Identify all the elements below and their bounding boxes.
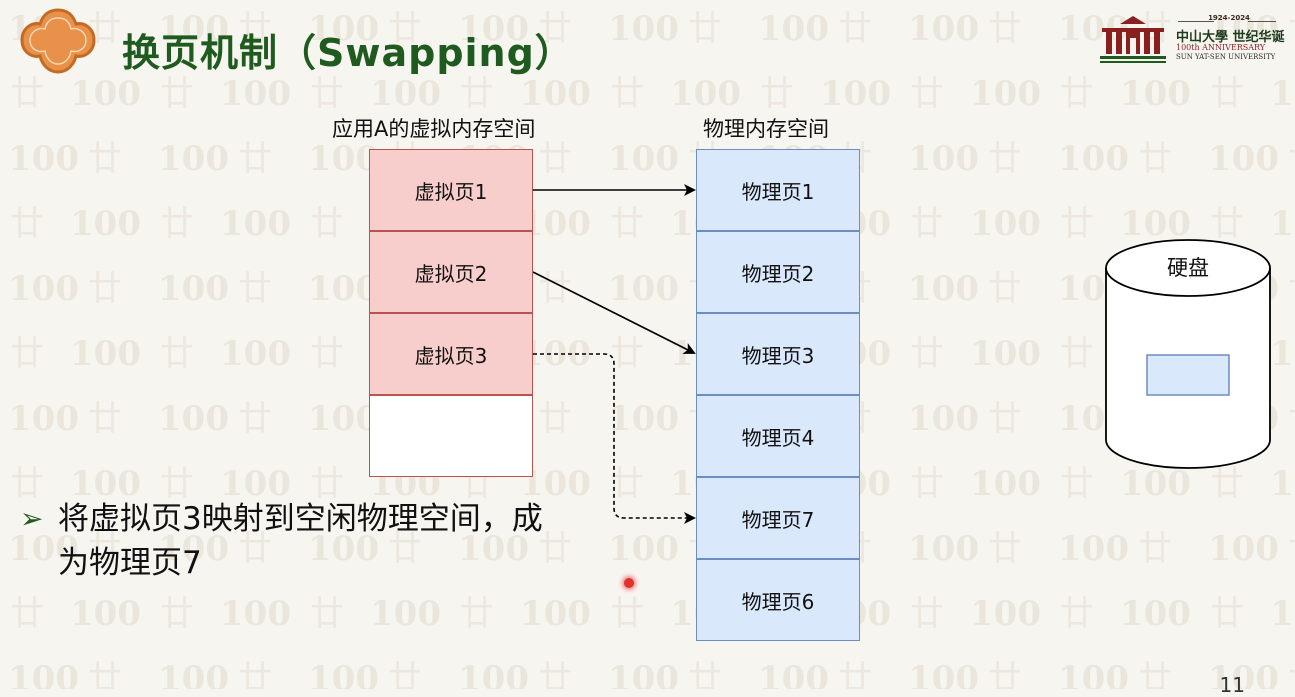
header-logo-icon bbox=[20, 8, 96, 74]
physical-space-label: 物理内存空间 bbox=[703, 117, 829, 141]
laser-pointer-icon bbox=[624, 578, 634, 588]
physical-page-3: 物理页3 bbox=[696, 313, 860, 395]
arrow-vp2-to-pp3 bbox=[532, 271, 696, 354]
virtual-page-3: 虚拟页3 bbox=[369, 313, 533, 395]
bullet-point: ➢ 将虚拟页3映射到空闲物理空间，成为物理页7 bbox=[20, 497, 560, 585]
university-name-cn: 中山大學 世纪华诞 bbox=[1176, 30, 1285, 45]
virtual-space-label: 应用A的虚拟内存空间 bbox=[332, 117, 536, 141]
university-logo-icon bbox=[1100, 16, 1276, 63]
page-title: 换页机制（Swapping） bbox=[122, 31, 574, 75]
physical-page-4: 物理页4 bbox=[696, 395, 860, 477]
virtual-page-empty bbox=[369, 395, 533, 477]
bullet-text: 将虚拟页3映射到空闲物理空间，成为物理页7 bbox=[58, 501, 543, 581]
university-name-en: SUN YAT-SEN UNIVERSITY bbox=[1176, 53, 1276, 61]
disk-cylinder-icon bbox=[1105, 239, 1271, 469]
physical-page-7: 物理页7 bbox=[696, 477, 860, 559]
university-years: 1924-2024 bbox=[1208, 14, 1250, 22]
physical-page-6: 物理页6 bbox=[696, 559, 860, 641]
arrow-vp3-to-pp7 bbox=[533, 353, 696, 524]
page-number: 11 bbox=[1219, 673, 1245, 697]
physical-page-2: 物理页2 bbox=[696, 231, 860, 313]
virtual-page-2: 虚拟页2 bbox=[369, 231, 533, 313]
physical-page-1: 物理页1 bbox=[696, 149, 860, 231]
bullet-arrow-icon: ➢ bbox=[20, 502, 44, 535]
virtual-page-1: 虚拟页1 bbox=[369, 149, 533, 231]
university-anniversary: 100th ANNIVERSARY bbox=[1176, 43, 1266, 52]
disk-label: 硬盘 bbox=[1167, 256, 1209, 280]
